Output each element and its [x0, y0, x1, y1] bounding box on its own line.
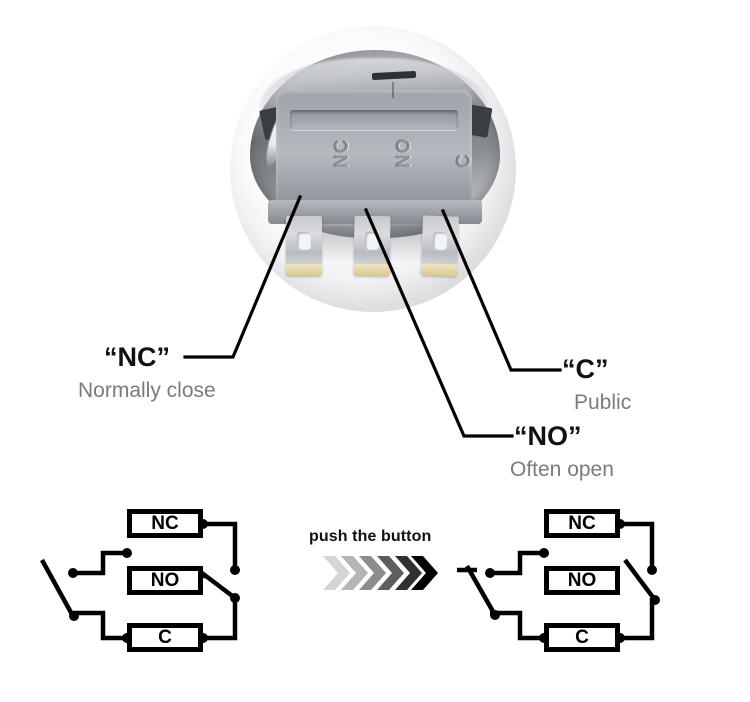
wire-c-to-right	[620, 598, 655, 641]
wire-c-to-right	[203, 598, 238, 641]
callout-nc-desc: Normally close	[78, 379, 216, 402]
terminal-hole	[297, 232, 311, 250]
switch-inner-body: NC NO C	[276, 90, 475, 218]
terminal-brass-tip	[286, 264, 322, 276]
terminal-no	[353, 215, 391, 277]
chevron-2	[341, 556, 368, 590]
wire-left-to-no	[490, 550, 544, 576]
callout-c: “C” Public	[562, 354, 632, 414]
wire-nc-to-right	[620, 521, 655, 570]
terminal-hole	[432, 231, 448, 251]
push-the-button-indicator: push the button	[305, 528, 455, 596]
left-switch-blade	[40, 558, 76, 620]
terminal-nc	[286, 216, 322, 276]
switch-photo: NC NO C	[216, 18, 528, 348]
left-switch-blade	[465, 564, 497, 617]
chevron-1	[323, 556, 350, 590]
terminal-brass-tip	[353, 263, 390, 277]
node-left-pivot	[69, 611, 79, 621]
circuit-diagram-released: NC NO C	[38, 498, 308, 666]
chevron-6	[411, 556, 438, 590]
node-left-upper	[485, 568, 495, 578]
node-left-upper	[68, 568, 78, 578]
right-switch-blade	[623, 558, 657, 602]
node-right-upper	[647, 565, 657, 575]
body-recess-slot	[290, 110, 458, 130]
node-right-upper	[230, 565, 240, 575]
callout-no-code: “NO”	[514, 421, 582, 451]
terminal-c	[420, 215, 460, 277]
callout-nc: “NC” Normally close	[78, 342, 216, 402]
circuit-right-box-nc: NC	[544, 509, 620, 538]
circuit-diagram-pressed: NC NO C	[455, 498, 725, 666]
callout-c-desc: Public	[574, 391, 632, 414]
node-right-pivot	[650, 595, 660, 605]
wire-left-to-c	[490, 610, 544, 641]
callout-no-desc: Often open	[510, 458, 614, 481]
embossed-label-c: C	[454, 153, 475, 168]
circuit-left-box-nc: NC	[127, 509, 203, 538]
embossed-label-nc: NC	[332, 138, 353, 168]
callout-nc-code: “NC”	[104, 342, 170, 372]
callout-c-code: “C”	[562, 354, 609, 384]
terminal-brass-tip	[420, 263, 458, 277]
circuit-left-box-no: NO	[127, 566, 203, 595]
node-no-left	[122, 548, 132, 558]
callout-no: “NO” Often open	[510, 421, 614, 481]
chevron-4	[377, 556, 404, 590]
node-no-right-side	[539, 548, 549, 558]
node-left-pivot	[490, 610, 500, 620]
rim-vent-tick	[392, 82, 394, 98]
micro-switch-body: NC NO C	[244, 50, 506, 277]
node-right-pivot	[230, 593, 240, 603]
circuit-left-box-c: C	[127, 623, 203, 652]
embossed-label-no: NO	[394, 137, 415, 169]
terminal-hole	[364, 231, 380, 251]
wire-left-to-c	[73, 610, 127, 641]
circuit-right-box-c: C	[544, 623, 620, 652]
push-the-button-label: push the button	[309, 528, 432, 545]
chevron-arrows-icon	[323, 556, 438, 590]
chevron-3	[359, 556, 386, 590]
chevron-5	[395, 556, 422, 590]
wire-left-to-no	[73, 550, 127, 576]
right-switch-blade	[196, 568, 237, 600]
wire-nc-to-right	[203, 521, 238, 570]
circuit-right-box-no: NO	[544, 566, 620, 595]
